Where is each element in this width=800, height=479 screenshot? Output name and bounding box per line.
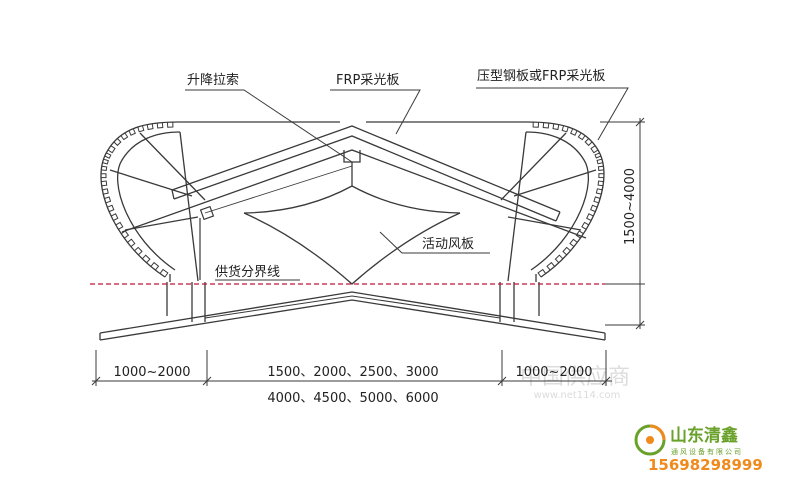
watermark-url: www.net114.com [534,390,621,401]
width-dimensions [91,350,612,386]
damper-lower-curve [243,212,461,285]
base-walls [166,274,540,322]
throat-width-row2: 4000、4500、5000、6000 [267,391,438,406]
right-head [500,121,605,282]
brand-logo: 山东清鑫 通风设备有限公司 15698298999 [634,424,763,474]
width-labels: 1000~2000 1500、2000、2500、3000 1000~2000 … [113,365,592,406]
serration-teeth [101,122,174,278]
height-dimension [600,117,645,330]
left-head-brace-a [109,169,193,197]
left-head-outer-curve [100,121,179,278]
right-head-brace-b [507,216,582,231]
lift-cable-assembly [199,165,353,280]
right-head-strut [507,131,527,282]
cable-line [204,165,353,214]
left-head-strut [179,131,199,282]
leader-lines [185,87,629,281]
left-head-brace-c [139,132,206,201]
damper [243,172,461,285]
lower-panel [121,149,587,239]
roof-ridge-flashing [204,295,501,319]
right-head-outer-curve [527,121,605,278]
label-lift-cable: 升降拉索 [187,73,239,88]
frp-panel-inner [173,135,557,222]
leader-frp-panel [330,89,421,135]
label-supply-line: 供货分界线 [215,264,280,280]
ridge-panels [121,125,587,239]
roof-inner-line [99,299,606,341]
label-damper: 活动风板 [422,237,474,252]
watermark-text: 中国供应商 [520,365,630,390]
left-head-brace-b [124,216,199,231]
watermark: 中国供应商 www.net114.com [520,365,630,401]
brand-logo-dot [646,436,654,444]
left-head-inner-curve [117,131,181,271]
serrated-edge [101,122,604,278]
leader-steel-panel [476,87,629,141]
left-head [100,121,206,282]
leader-damper [379,231,403,254]
label-frp-panel: FRP采光板 [336,73,399,88]
pulley-block [199,205,215,221]
label-steel-panel: 压型钢板或FRP采光板 [477,69,605,84]
brand-phone: 15698298999 [648,456,763,474]
annotations: 升降拉索 FRP采光板 压型钢板或FRP采光板 活动风板 供货分界线 [187,69,605,280]
left-width-label: 1000~2000 [113,365,190,380]
roof-outer-line [99,291,606,334]
right-width-label: 1000~2000 [515,365,592,380]
throat-width-row1: 1500、2000、2500、3000 [267,365,438,380]
right-head-inner-curve [525,131,589,271]
frp-panel-outer [171,125,561,213]
brand-subtitle: 通风设备有限公司 [671,447,743,456]
right-head-brace-a [513,169,597,197]
right-head-brace-c [500,132,567,201]
brand-name: 山东清鑫 [670,425,738,446]
height-dimension-label: 1500~4000 [623,168,638,245]
roof [99,291,606,341]
leader-lift-cable [185,89,353,163]
serration-teeth [532,122,604,278]
